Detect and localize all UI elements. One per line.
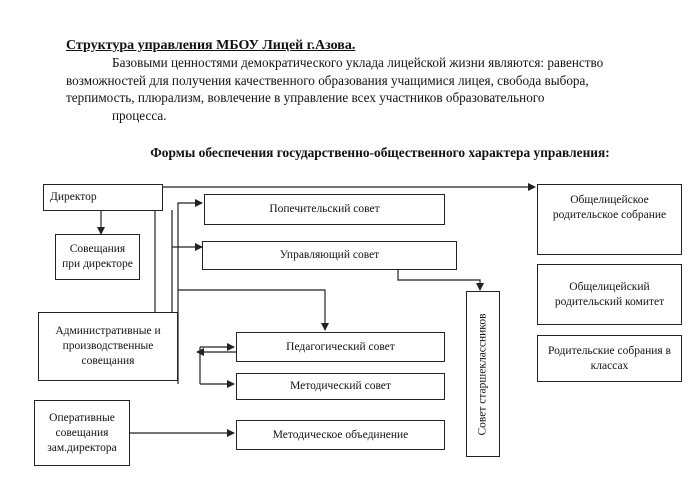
class-parent-meetings-label: Родительские собрания в классах: [548, 344, 671, 372]
methodical-council-label: Методический совет: [290, 380, 391, 392]
general-parent-meeting-label: Общелицейское родительское собрание: [552, 194, 667, 221]
general-parent-committee-box: Общелицейский родительский комитет: [537, 264, 682, 325]
meetings-director-label: Совещания при директоре: [62, 243, 133, 270]
class-parent-meetings-box: Родительские собрания в классах: [537, 335, 682, 382]
board-trustees-label: Попечительский совет: [269, 203, 380, 215]
governing-council-box: Управляющий совет: [202, 241, 457, 270]
admin-meetings-box: Административные и производственные сове…: [38, 312, 178, 381]
director-box: Директор: [43, 184, 163, 211]
director-label: Директор: [50, 191, 97, 203]
paragraph-line: возможностей для получения качественного…: [66, 72, 589, 88]
pedagogical-council-label: Педагогический совет: [286, 340, 395, 353]
methodical-council-box: Методический совет: [236, 373, 445, 400]
senior-students-council-label: Совет старшеклассников: [476, 312, 489, 436]
connector-governing-pedagogical: [178, 289, 329, 331]
general-parent-meeting-box: Общелицейское родительское собрание: [537, 184, 682, 255]
paragraph-line: Базовыми ценностями демократического укл…: [112, 55, 604, 70]
senior-students-council-box: Совет старшеклассников: [466, 291, 500, 457]
operational-meetings-box: Оперативные совещания зам.директора: [34, 400, 130, 466]
intro-paragraph: Базовыми ценностями демократического укл…: [66, 54, 680, 124]
general-parent-committee-label: Общелицейский родительский комитет: [554, 280, 665, 308]
methodical-association-label: Методическое объединение: [272, 428, 409, 441]
paragraph-line: терпимость, плюрализм, вовлечение в упра…: [66, 90, 545, 105]
paragraph-line: процесса.: [112, 107, 167, 123]
pedagogical-council-box: Педагогический совет: [236, 332, 445, 362]
connector-governing-senior: [397, 270, 484, 291]
page-title: Структура управления МБОУ Лицей г.Азова.: [66, 38, 356, 53]
admin-meetings-label: Административные и производственные сове…: [55, 325, 161, 367]
connector-branch-trustees-top: [177, 199, 203, 290]
operational-meetings-label: Оперативные совещания зам.директора: [47, 411, 117, 454]
diagram-title: Формы обеспечения государственно-обществ…: [150, 145, 610, 160]
governing-council-label: Управляющий совет: [279, 249, 380, 261]
methodical-association-box: Методическое объединение: [236, 420, 445, 450]
board-trustees-box: Попечительский совет: [204, 194, 445, 225]
meetings-director-box: Совещания при директоре: [55, 234, 140, 280]
